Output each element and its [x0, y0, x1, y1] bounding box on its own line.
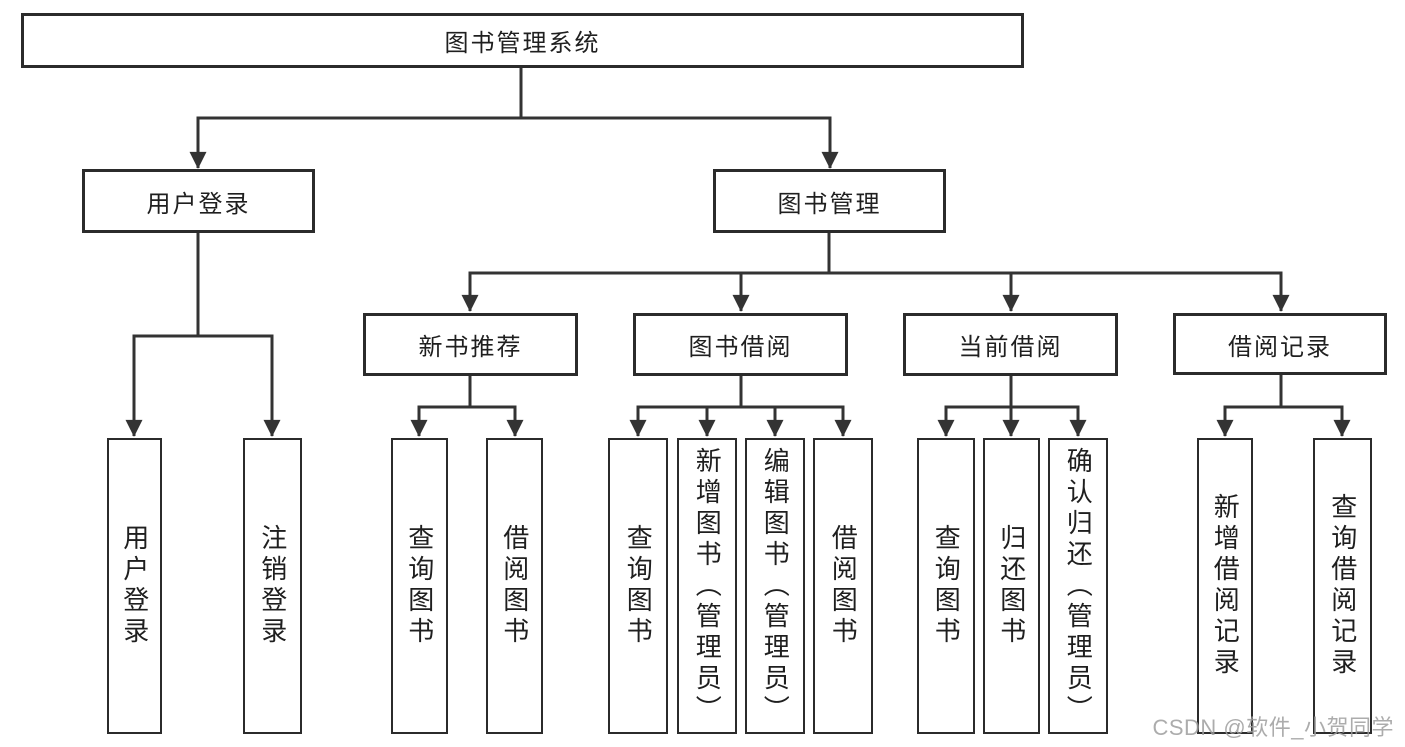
- node-br-add: 新增借阅记录: [1197, 438, 1253, 734]
- node-label: 查询图书: [623, 524, 654, 648]
- node-label: 图书借阅: [688, 334, 793, 361]
- node-new-book-rec: 新书推荐: [363, 313, 578, 376]
- node-label: 用户登录: [119, 524, 150, 648]
- node-borrow-record: 借阅记录: [1173, 313, 1387, 375]
- watermark: CSDN @软件_小贺同学: [1152, 715, 1394, 740]
- node-label: 查询图书: [404, 524, 435, 648]
- node-nb-borrow: 借阅图书: [486, 438, 543, 734]
- node-label: 新增借阅记录: [1210, 493, 1241, 679]
- node-bb-query: 查询图书: [608, 438, 668, 734]
- node-ul-logout: 注销登录: [243, 438, 302, 734]
- node-label: 借阅图书: [828, 524, 859, 648]
- node-nb-query: 查询图书: [391, 438, 448, 734]
- node-bb-edit: 编辑图书（管理员）: [745, 438, 805, 734]
- node-book-mgmt: 图书管理: [713, 169, 946, 233]
- node-label: 注销登录: [257, 524, 288, 648]
- node-label: 编辑图书（管理员）: [760, 446, 791, 726]
- node-label: 新增图书（管理员）: [692, 446, 723, 726]
- node-ul-login: 用户登录: [107, 438, 162, 734]
- node-root: 图书管理系统: [21, 13, 1024, 68]
- node-cb-query: 查询图书: [917, 438, 975, 734]
- node-bb-borrow: 借阅图书: [813, 438, 873, 734]
- node-label: 用户登录: [146, 190, 251, 218]
- node-label: 新书推荐: [418, 334, 523, 361]
- node-cb-return: 归还图书: [983, 438, 1040, 734]
- node-book-borrow: 图书借阅: [633, 313, 848, 376]
- node-label: 查询图书: [931, 524, 962, 648]
- node-label: 查询借阅记录: [1327, 493, 1358, 679]
- node-label: 当前借阅: [958, 334, 1063, 361]
- node-label: 图书管理系统: [444, 30, 601, 57]
- node-user-login: 用户登录: [82, 169, 315, 233]
- node-bb-add: 新增图书（管理员）: [677, 438, 737, 734]
- node-label: 借阅图书: [499, 524, 530, 648]
- node-label: 借阅记录: [1228, 333, 1332, 361]
- node-label: 归还图书: [996, 524, 1027, 648]
- node-current-borrow: 当前借阅: [903, 313, 1118, 376]
- node-label: 确认归还（管理员）: [1063, 446, 1094, 726]
- node-label: 图书管理: [777, 190, 882, 218]
- node-br-query: 查询借阅记录: [1313, 438, 1372, 734]
- node-cb-confirm: 确认归还（管理员）: [1048, 438, 1108, 734]
